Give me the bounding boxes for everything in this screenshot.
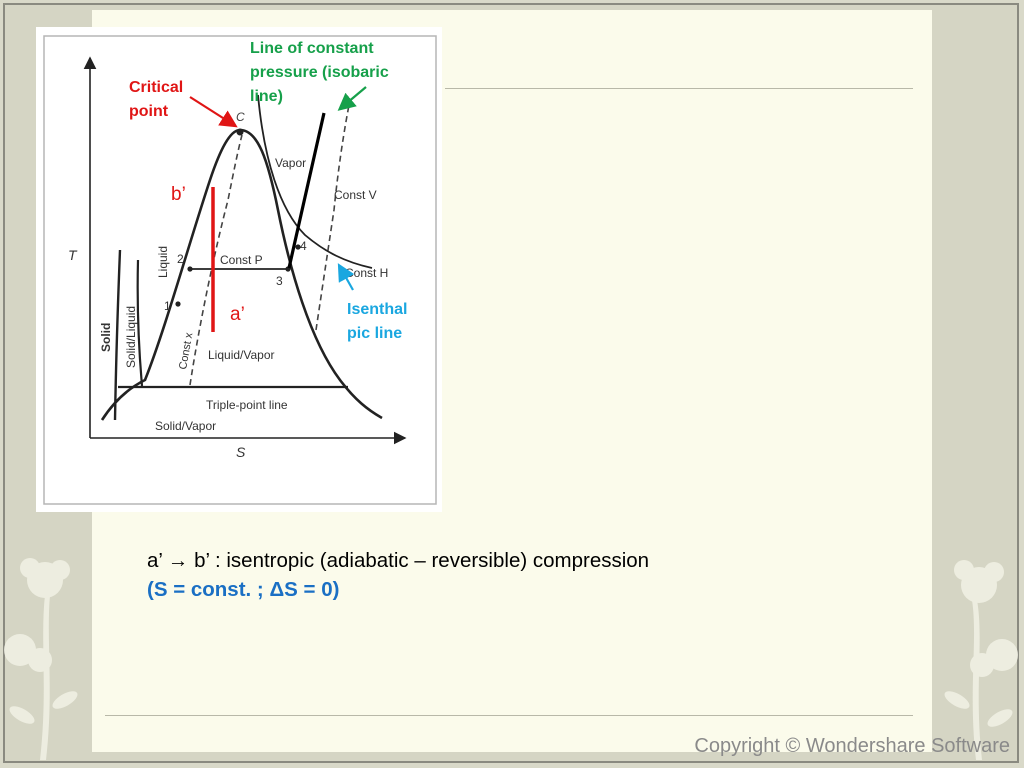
isenthalpic-annotation-line1: Isenthal	[347, 301, 407, 318]
b-prime-label: b’	[171, 184, 186, 205]
point-4-label: 4	[300, 239, 307, 253]
vapor-region-label: Vapor	[275, 156, 306, 170]
point-2-marker	[187, 266, 192, 271]
critical-point-marker	[237, 129, 244, 136]
critical-point-annotation-line1: Critical	[129, 79, 183, 96]
caption-block: a’ → b’ : isentropic (adiabatic – revers…	[147, 546, 649, 604]
const-v-line	[316, 100, 350, 330]
isobaric-annotation: Line of constant pressure (isobaric line…	[250, 40, 393, 105]
critical-point-annotation: Critical point	[129, 79, 188, 120]
solid-vapor-region-label: Solid/Vapor	[155, 419, 216, 433]
isobaric-annotation-line1: Line of constant	[250, 40, 374, 57]
s-axis-label: S	[236, 444, 246, 460]
isobaric-arrow	[341, 87, 366, 108]
solid-boundary-line	[115, 250, 120, 420]
point-2-label: 2	[177, 252, 184, 266]
triple-point-line-label: Triple-point line	[206, 398, 288, 412]
const-v-label: Const V	[334, 188, 377, 202]
a-prime-label: a’	[230, 304, 245, 325]
caption-a-prime: a’	[147, 549, 168, 572]
caption-description: b’ : isentropic (adiabatic – reversible)…	[188, 549, 649, 572]
right-arrow-icon: →	[168, 549, 189, 572]
liquid-vapor-region-label: Liquid/Vapor	[208, 348, 275, 362]
isobaric-annotation-line3: line)	[250, 88, 283, 105]
saturation-dome	[102, 130, 382, 420]
critical-point-arrow	[190, 97, 234, 125]
solid-liquid-boundary-line	[138, 260, 142, 386]
isobaric-annotation-line2: pressure (isobaric	[250, 64, 389, 81]
isenthalpic-annotation-line2: pic line	[347, 325, 402, 342]
caption-equation: (S = const. ; ΔS = 0)	[147, 575, 649, 604]
copyright-footer: Copyright © Wondershare Software	[694, 735, 1010, 758]
point-3-label: 3	[276, 274, 283, 288]
critical-point-c-label: C	[236, 110, 245, 124]
critical-point-annotation-line2: point	[129, 103, 169, 120]
solid-region-label: Solid	[99, 323, 113, 352]
const-p-label: Const P	[220, 253, 263, 267]
isenthalpic-annotation: Isenthal pic line	[347, 301, 412, 342]
point-1-label: 1	[164, 299, 171, 313]
const-h-line	[258, 95, 372, 268]
caption-line-1: a’ → b’ : isentropic (adiabatic – revers…	[147, 546, 649, 575]
liquid-region-label: Liquid	[156, 246, 170, 278]
t-axis-label: T	[68, 247, 78, 263]
const-h-label: Const H	[345, 266, 388, 280]
solid-liquid-region-label: Solid/Liquid	[124, 306, 138, 368]
point-1-marker	[175, 301, 180, 306]
